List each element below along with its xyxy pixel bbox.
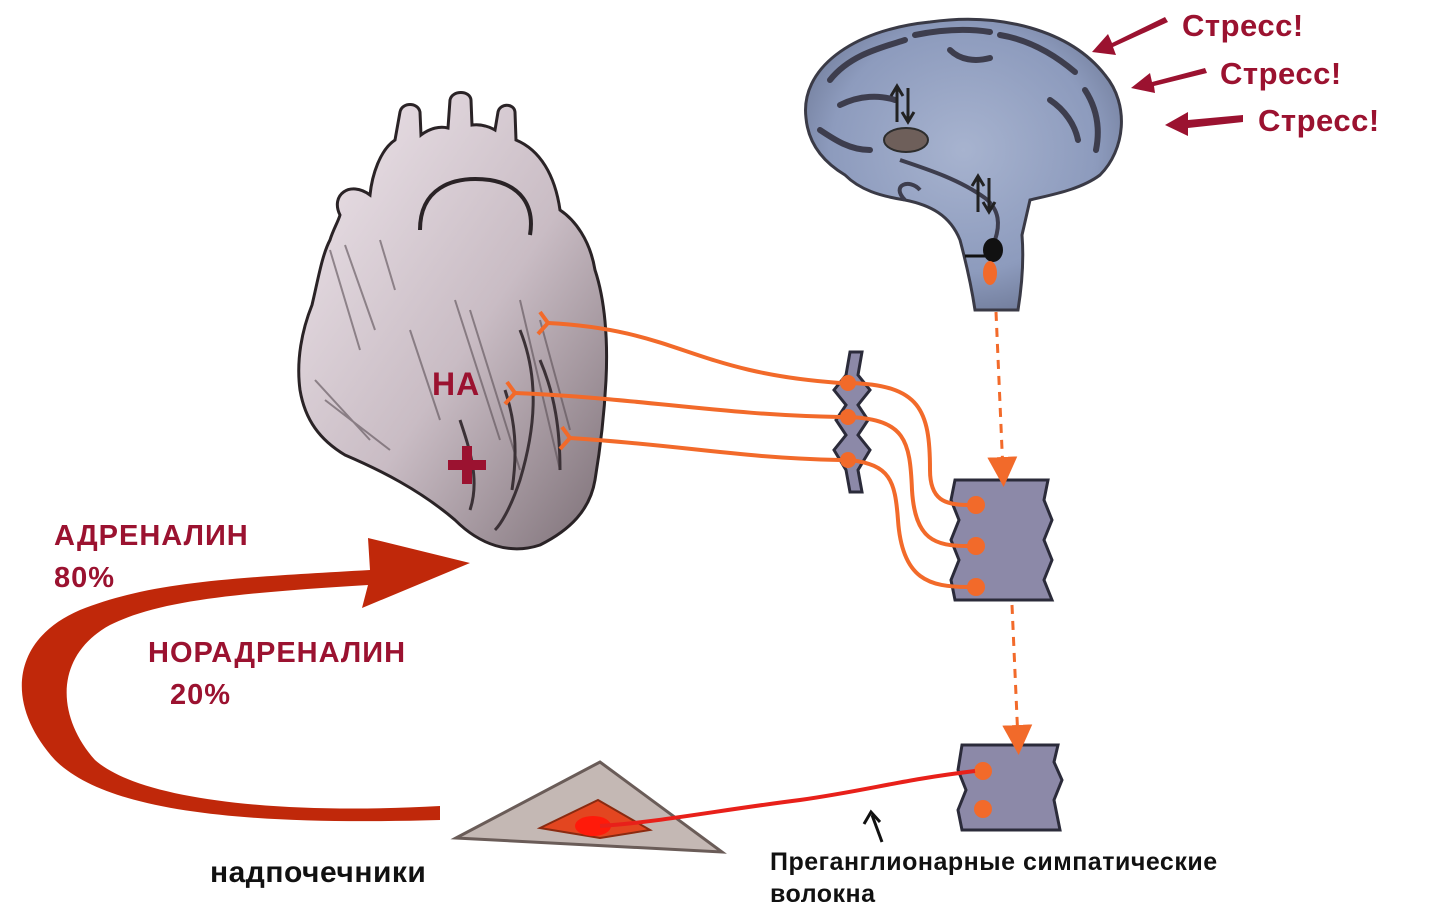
- stress-arrow-icon: [1092, 17, 1168, 55]
- pointer-arrow-icon: [864, 812, 882, 842]
- fiber-label-line2: волокна: [770, 880, 876, 909]
- noradrenaline-percent: 20%: [170, 679, 231, 712]
- fiber-label-line1: Преганглионарные симпатические: [770, 848, 1218, 877]
- spinal-segment-icon: [951, 480, 1052, 600]
- heart-illustration: [299, 93, 607, 549]
- adrenal-gland-illustration: [456, 762, 722, 852]
- adrenaline-name: АДРЕНАЛИН: [54, 520, 249, 553]
- stress-arrow-icon: [1131, 68, 1207, 93]
- noradrenaline-name: НОРАДРЕНАЛИН: [148, 637, 406, 670]
- adrenaline-percent: 80%: [54, 562, 115, 595]
- ganglion-chain: [834, 352, 870, 492]
- stress-label-1: Стресс!: [1182, 8, 1304, 44]
- spinal-segment-icon-lower: [958, 745, 1062, 830]
- stress-label-2: Стресс!: [1220, 56, 1342, 92]
- hypothalamus-oval: [884, 128, 928, 152]
- adrenal-label: надпочечники: [210, 856, 426, 890]
- heart-body: [299, 93, 607, 549]
- stress-label-3: Стресс!: [1258, 103, 1380, 139]
- heart-na-label: НА: [432, 366, 480, 403]
- stress-arrow-icon: [1165, 112, 1243, 136]
- heart-plus-text: +: [0, 0, 1, 1]
- brain-illustration: [806, 19, 1122, 310]
